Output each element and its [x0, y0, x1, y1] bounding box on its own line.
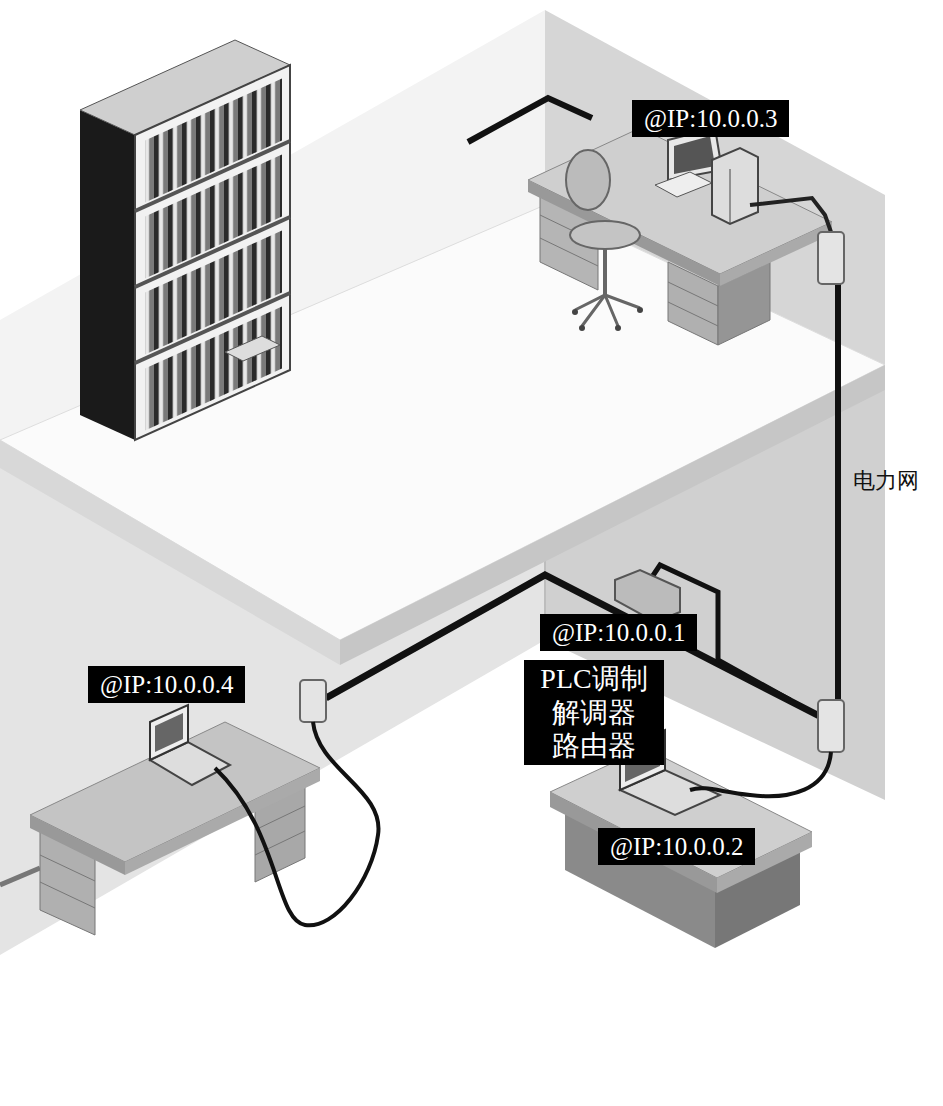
- chair-post: [603, 245, 607, 295]
- power-line: [835, 284, 841, 700]
- label-text: 电力网: [853, 468, 919, 493]
- shelf-board: [135, 141, 290, 211]
- lower-left-desk: [30, 705, 320, 935]
- device-label: PLC调制 解调器 路由器: [524, 660, 664, 765]
- drawer-line: [668, 282, 718, 306]
- bookshelf: [80, 40, 290, 440]
- chair-seat: [570, 221, 640, 249]
- chair-base: [582, 295, 618, 326]
- desk-cable: [750, 198, 831, 232]
- label-text: @IP:10.0.0.1: [552, 617, 685, 648]
- drawer-line: [255, 806, 305, 830]
- keyboard: [655, 172, 712, 197]
- ip-label: @IP:10.0.0.4: [88, 666, 245, 703]
- plc-adapter: [300, 680, 326, 722]
- chair-wheel: [637, 307, 643, 313]
- plc-adapter: [818, 700, 844, 752]
- drawer-line: [668, 302, 718, 326]
- desk-edge: [528, 180, 720, 286]
- chair: [566, 150, 643, 331]
- label-text: @IP:10.0.0.3: [644, 103, 777, 134]
- laptop-cable: [215, 722, 379, 925]
- chair-wheel: [615, 325, 621, 331]
- label-text: @IP:10.0.0.4: [100, 669, 233, 700]
- floor-cable: [0, 868, 40, 885]
- shelf-board: [135, 293, 290, 363]
- label-text: PLC调制 解调器 路由器: [532, 662, 656, 763]
- shelf-board: [135, 217, 290, 287]
- chair-wheel: [579, 325, 585, 331]
- bookshelf-side: [80, 110, 135, 440]
- plc-adapter: [818, 232, 844, 284]
- bookshelf-front: [135, 65, 290, 440]
- laptop-cable: [690, 752, 831, 796]
- ip-label: @IP:10.0.0.3: [632, 100, 789, 137]
- drawer-line: [40, 855, 95, 881]
- tower-edge: [730, 169, 731, 224]
- floor-slab-edge: [340, 365, 885, 665]
- laptop-display: [155, 713, 183, 752]
- upper-desk: [528, 128, 832, 345]
- desk-edge: [720, 222, 832, 286]
- laptop-screen: [150, 705, 188, 760]
- power-line: [468, 98, 592, 142]
- network-label: 电力网: [853, 466, 919, 496]
- desk-edge: [125, 768, 320, 875]
- book-lying: [225, 336, 280, 361]
- floor-slab-edge: [0, 440, 340, 665]
- monitor-screen: [674, 136, 715, 174]
- chair-wheel: [572, 309, 578, 315]
- drawer-line: [40, 882, 95, 908]
- computer-tower: [712, 148, 758, 224]
- ip-label: @IP:10.0.0.1: [540, 614, 697, 651]
- ip-label: @IP:10.0.0.2: [598, 828, 755, 865]
- books: [145, 307, 282, 431]
- label-text: @IP:10.0.0.2: [610, 831, 743, 862]
- chair-back: [566, 150, 610, 210]
- desk-edge: [30, 815, 125, 875]
